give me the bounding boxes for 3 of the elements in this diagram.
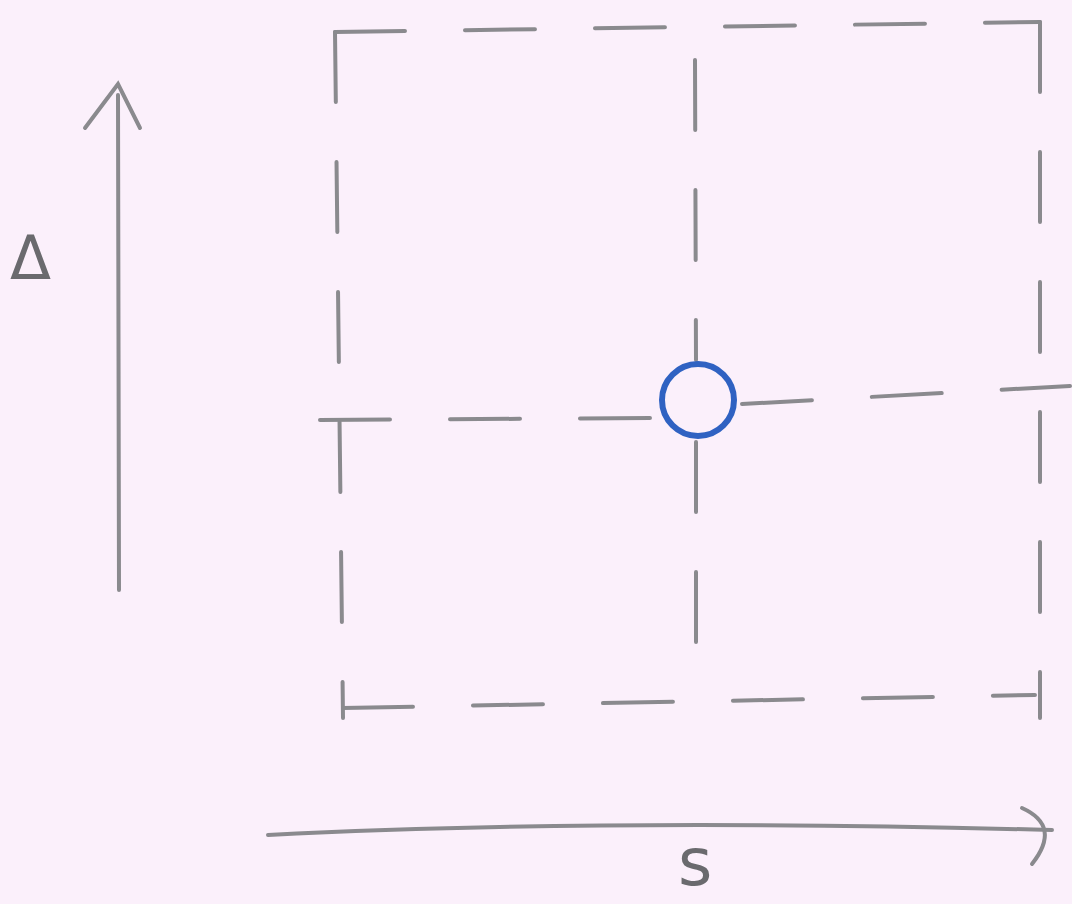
axis-label: s (678, 830, 713, 896)
axis-label: Δ (10, 228, 52, 288)
marker-circle (659, 361, 737, 439)
